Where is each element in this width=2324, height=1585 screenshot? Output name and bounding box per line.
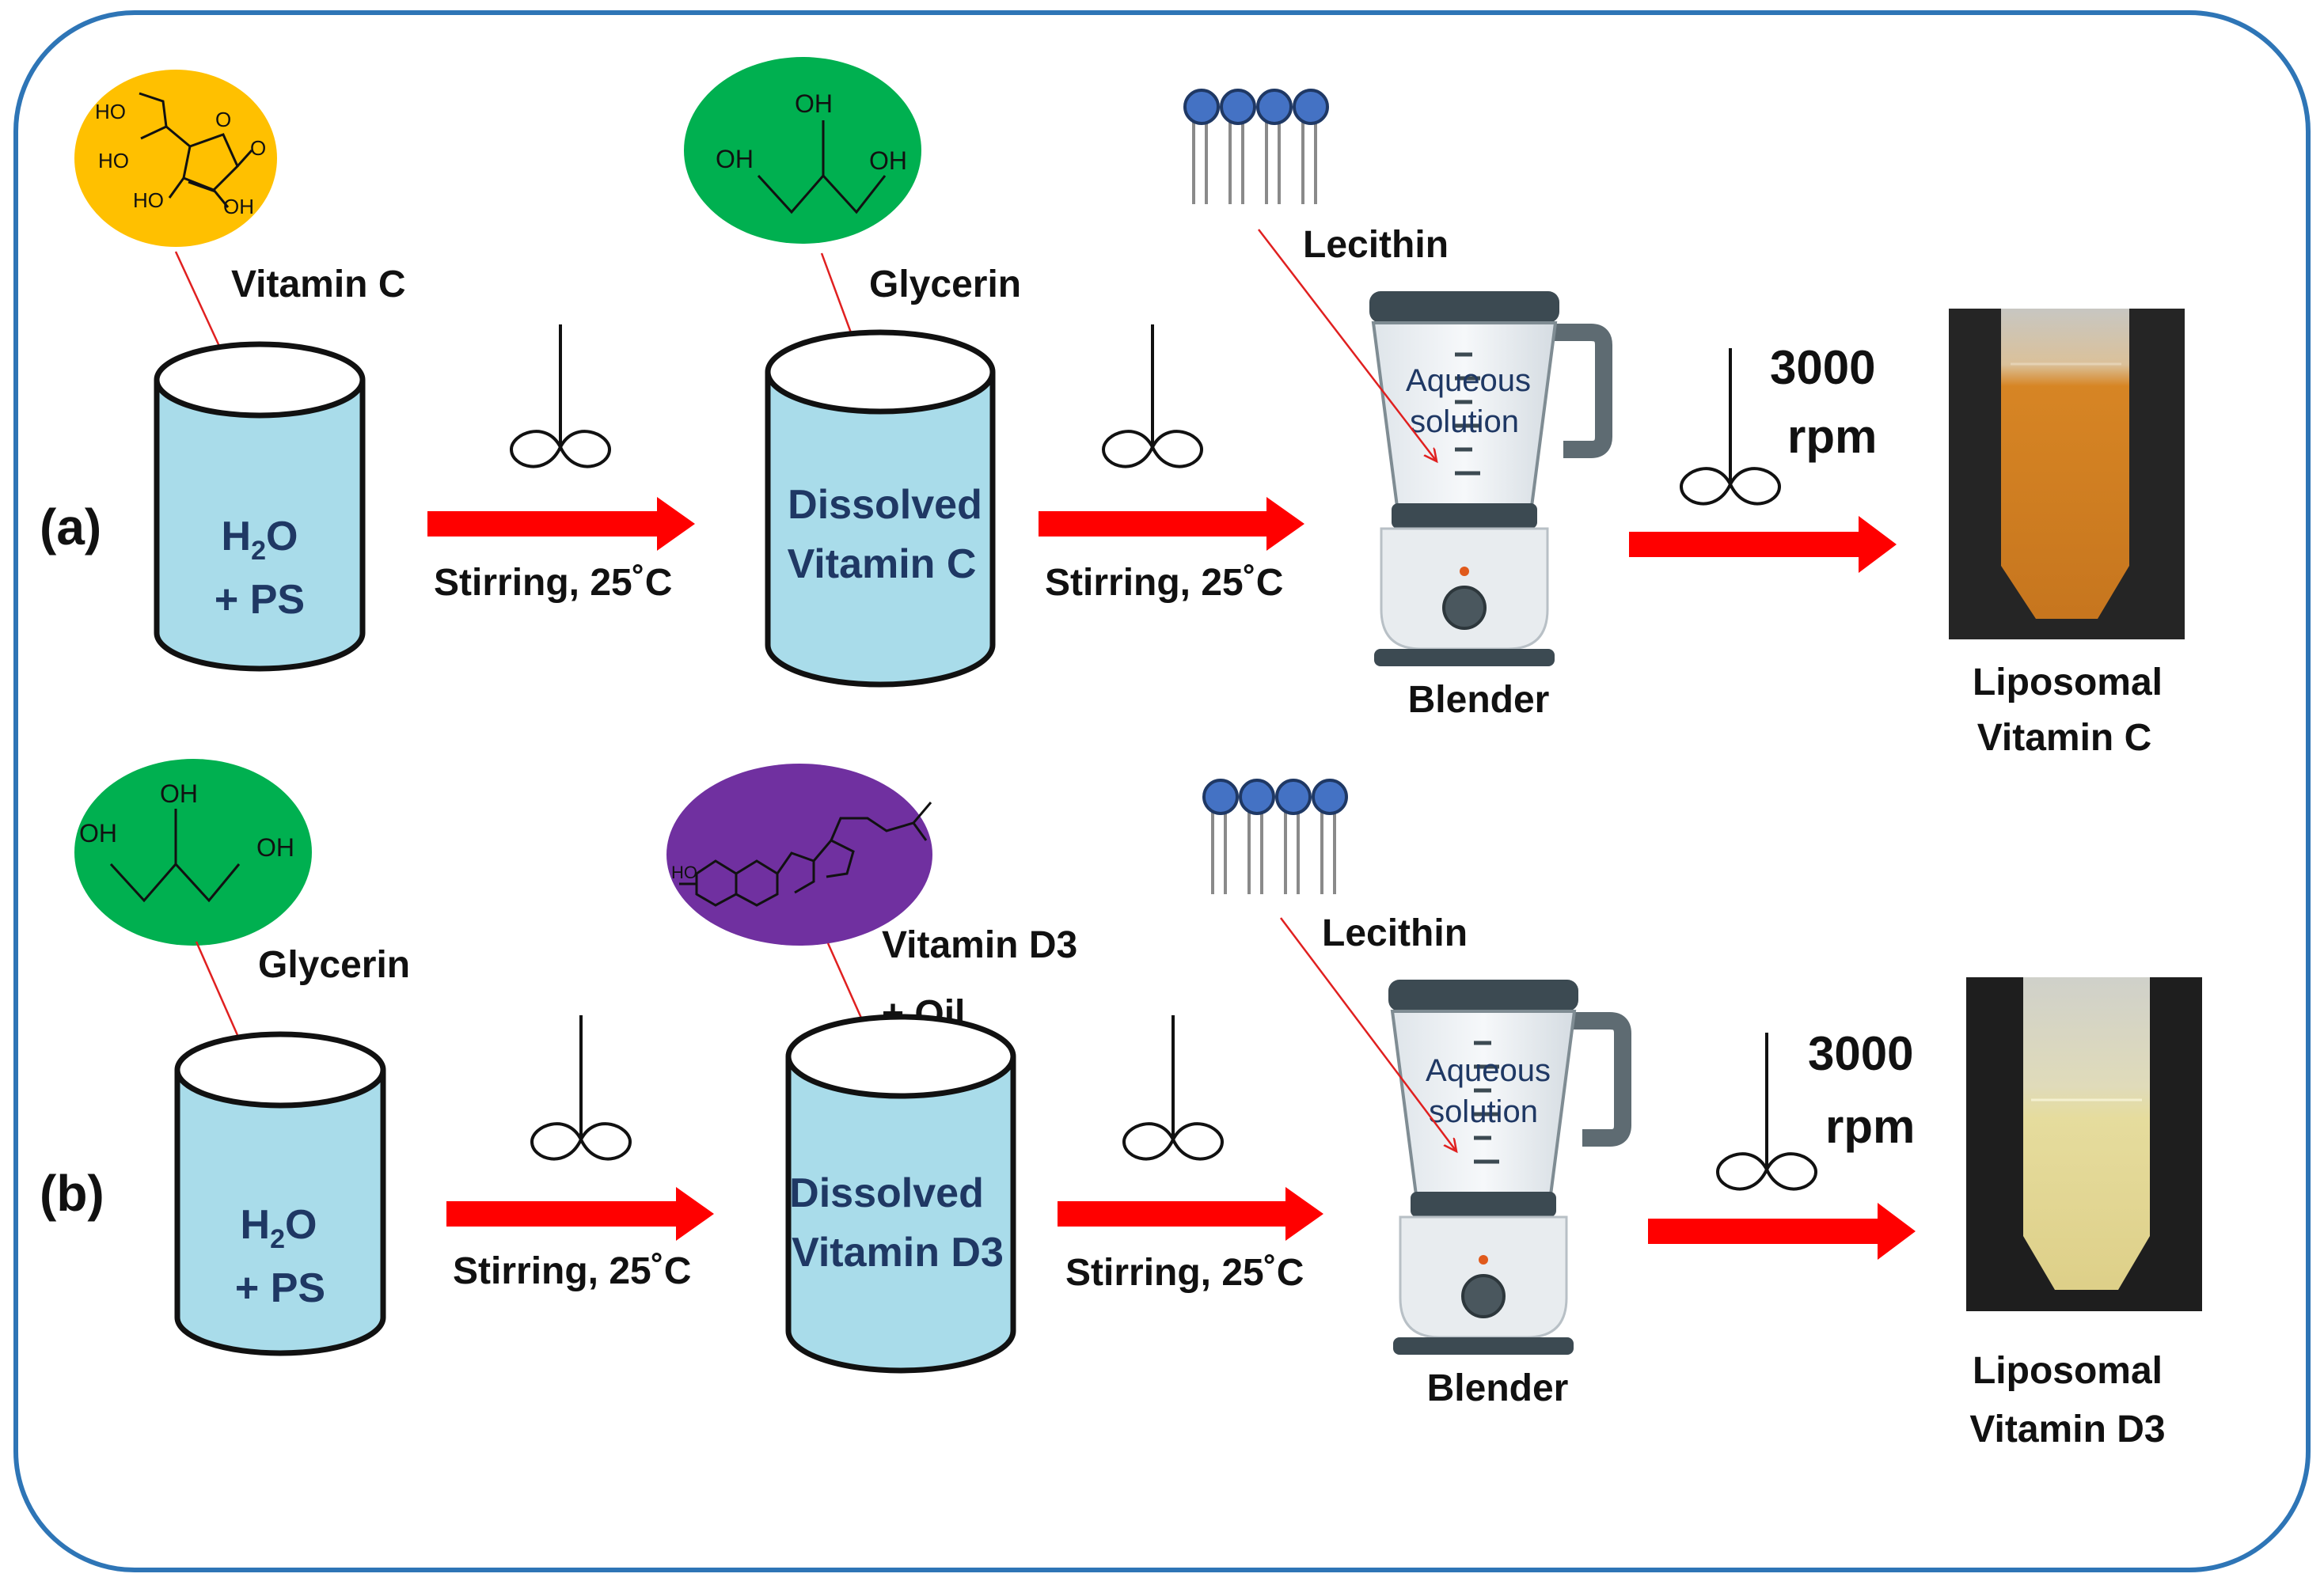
stirrer-icon (1122, 1015, 1225, 1161)
cylinder-line1: H2O (222, 514, 298, 566)
atom-label: HO (671, 863, 697, 882)
lecithin-label: Lecithin (1322, 912, 1468, 954)
stirrer-icon (1715, 1033, 1818, 1191)
stirrer-icon (530, 1015, 632, 1161)
row-a-label: (a) (40, 499, 101, 556)
lecithin-label: Lecithin (1303, 224, 1449, 266)
stirring-label: Stirring, 25˚C (1045, 562, 1283, 604)
pointer-arrow (1280, 917, 1456, 1151)
process-arrow (1648, 1203, 1916, 1260)
cylinder-line1: H2O (241, 1202, 317, 1254)
row-b: (b) OH OH OH Glycerin H2O + PS (40, 759, 2202, 1450)
test-tube-photo (1949, 309, 2185, 639)
speed-value: 3000 (1770, 341, 1875, 394)
aqueous-label: Aqueous (1426, 1053, 1551, 1088)
aqueous-label: Aqueous (1406, 363, 1531, 398)
atom-label: OH (256, 833, 294, 862)
cylinder-line2: Vitamin C (788, 541, 977, 587)
cylinder-line2: + PS (215, 577, 305, 623)
product-label-1: Liposomal (1973, 1350, 2163, 1392)
process-arrow (1629, 516, 1897, 573)
outer-frame (13, 10, 2311, 1572)
stirrer-icon (509, 324, 612, 468)
atom-label: HO (95, 100, 126, 123)
blender-icon (1369, 291, 1612, 666)
water-ps-cylinder: H2O + PS (154, 341, 366, 672)
atom-label: OH (160, 779, 198, 808)
vitamin-d3-bubble: HO (666, 764, 932, 946)
atom-label: OH (716, 145, 754, 173)
cylinder-line1: Dissolved (788, 482, 982, 528)
speed-unit: rpm (1787, 410, 1877, 463)
speed-unit: rpm (1825, 1100, 1915, 1153)
process-arrow (446, 1187, 714, 1241)
product-label-2: Vitamin D3 (1969, 1409, 2165, 1450)
blender-icon (1388, 980, 1631, 1355)
solution-label: solution (1429, 1094, 1538, 1129)
atom-label: OH (869, 146, 907, 175)
molecule-icon (109, 809, 241, 903)
blender-label: Blender (1408, 679, 1550, 721)
test-tube-photo (1966, 977, 2202, 1311)
vitamin-c-bubble: HO HO HO OH O O (74, 70, 277, 247)
stirrer-icon (1679, 348, 1782, 506)
water-ps-cylinder: H2O + PS (174, 1031, 386, 1356)
atom-label: OH (795, 89, 833, 118)
process-arrow (427, 497, 695, 551)
atom-label: OH (223, 195, 254, 218)
row-b-label: (b) (40, 1165, 104, 1222)
molecule-icon (757, 120, 887, 214)
cylinder-line2: Vitamin D3 (792, 1230, 1004, 1276)
molecule-icon (139, 92, 253, 208)
vitamin-c-label: Vitamin C (231, 264, 406, 305)
dissolved-vitamin-d3-cylinder: Dissolved Vitamin D3 (785, 1014, 1016, 1374)
glycerin-bubble: OH OH OH (684, 57, 921, 244)
lecithin-icon (1202, 779, 1348, 894)
stirring-label: Stirring, 25˚C (434, 562, 672, 604)
pointer-arrow (1258, 229, 1437, 461)
stirring-label: Stirring, 25˚C (1065, 1252, 1304, 1294)
glycerin-label: Glycerin (869, 264, 1021, 305)
blender-label: Blender (1427, 1367, 1569, 1409)
solution-label: solution (1410, 404, 1519, 439)
cylinder-line2: + PS (235, 1265, 325, 1311)
glycerin-bubble: OH OH OH (74, 759, 312, 946)
atom-label: O (215, 108, 231, 131)
cylinder-line1: Dissolved (789, 1170, 984, 1216)
stirrer-icon (1101, 324, 1204, 468)
stirring-label: Stirring, 25˚C (453, 1250, 691, 1292)
dissolved-vitamin-c-cylinder: Dissolved Vitamin C (765, 329, 996, 688)
row-a: (a) HO HO HO OH O O Vitamin C (40, 57, 2185, 759)
process-arrow (1039, 497, 1304, 551)
atom-label: HO (133, 188, 164, 212)
atom-label: O (250, 136, 266, 160)
lecithin-icon (1183, 89, 1329, 204)
molecule-icon (679, 802, 932, 907)
process-arrow (1058, 1187, 1323, 1241)
atom-label: OH (79, 819, 117, 847)
atom-label: HO (98, 149, 129, 173)
vitamin-d3-label: Vitamin D3 (882, 924, 1077, 966)
product-label-2: Vitamin C (1977, 717, 2152, 759)
speed-value: 3000 (1808, 1027, 1913, 1080)
glycerin-label: Glycerin (258, 944, 410, 986)
product-label-1: Liposomal (1973, 662, 2163, 703)
